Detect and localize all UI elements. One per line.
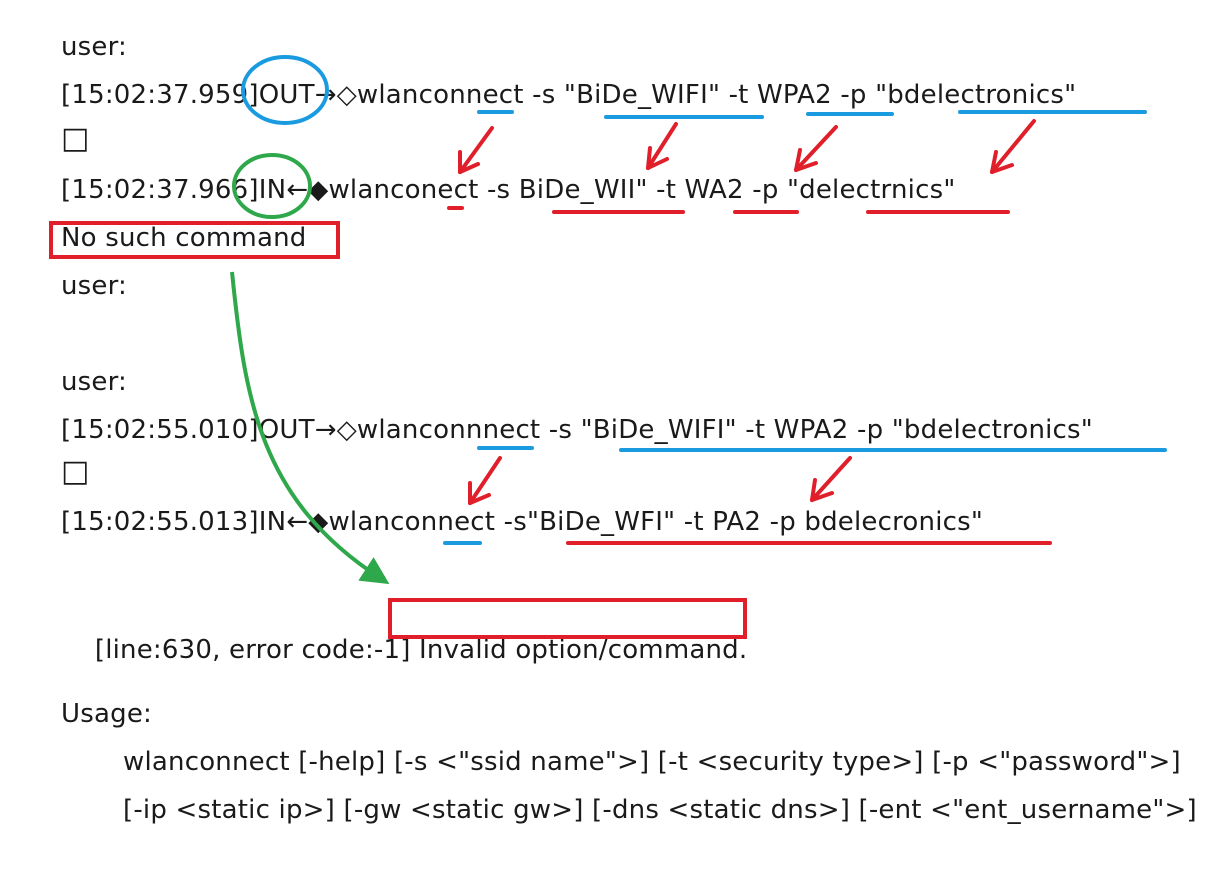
blue-underlines-out-2 — [477, 446, 1167, 452]
user-prompt-1: user: — [61, 32, 128, 62]
user-prompt-3: user: — [61, 367, 128, 397]
error-message: Invalid option/command. — [419, 635, 748, 665]
error-prefix: [line:630, error code:-1] — [94, 635, 411, 665]
in-line-2: [15:02:55.013]IN←◆wlanconnect -s"BiDe_WF… — [61, 507, 984, 537]
error-no-such-command: No such command — [61, 223, 307, 253]
blue-underlines-out-1 — [477, 110, 1147, 119]
usage-line-2: [-ip <static ip>] [-gw <static gw>] [-dn… — [123, 795, 1197, 825]
usage-line-1: wlanconnect [-help] [-s <"ssid name">] [… — [123, 747, 1181, 777]
red-underlines-in-1 — [447, 206, 1010, 214]
box-glyph-2: □ — [61, 454, 90, 489]
red-arrows-2 — [468, 456, 852, 505]
usage-title: Usage: — [61, 699, 152, 729]
red-arrows-1 — [458, 119, 1036, 174]
out-line-2: [15:02:55.010]OUT→◇wlanconnnect -s "BiDe… — [61, 415, 1093, 445]
out-line-1: [15:02:37.959]OUT→◇wlanconnect -s "BiDe_… — [61, 80, 1077, 110]
user-prompt-2: user: — [61, 271, 128, 301]
error-line: [line:630, error code:-1] Invalid option… — [61, 602, 747, 698]
in-line-1: [15:02:37.966]IN←◆wlanconect -s BiDe_WII… — [61, 175, 956, 205]
box-glyph-1: □ — [61, 121, 90, 156]
